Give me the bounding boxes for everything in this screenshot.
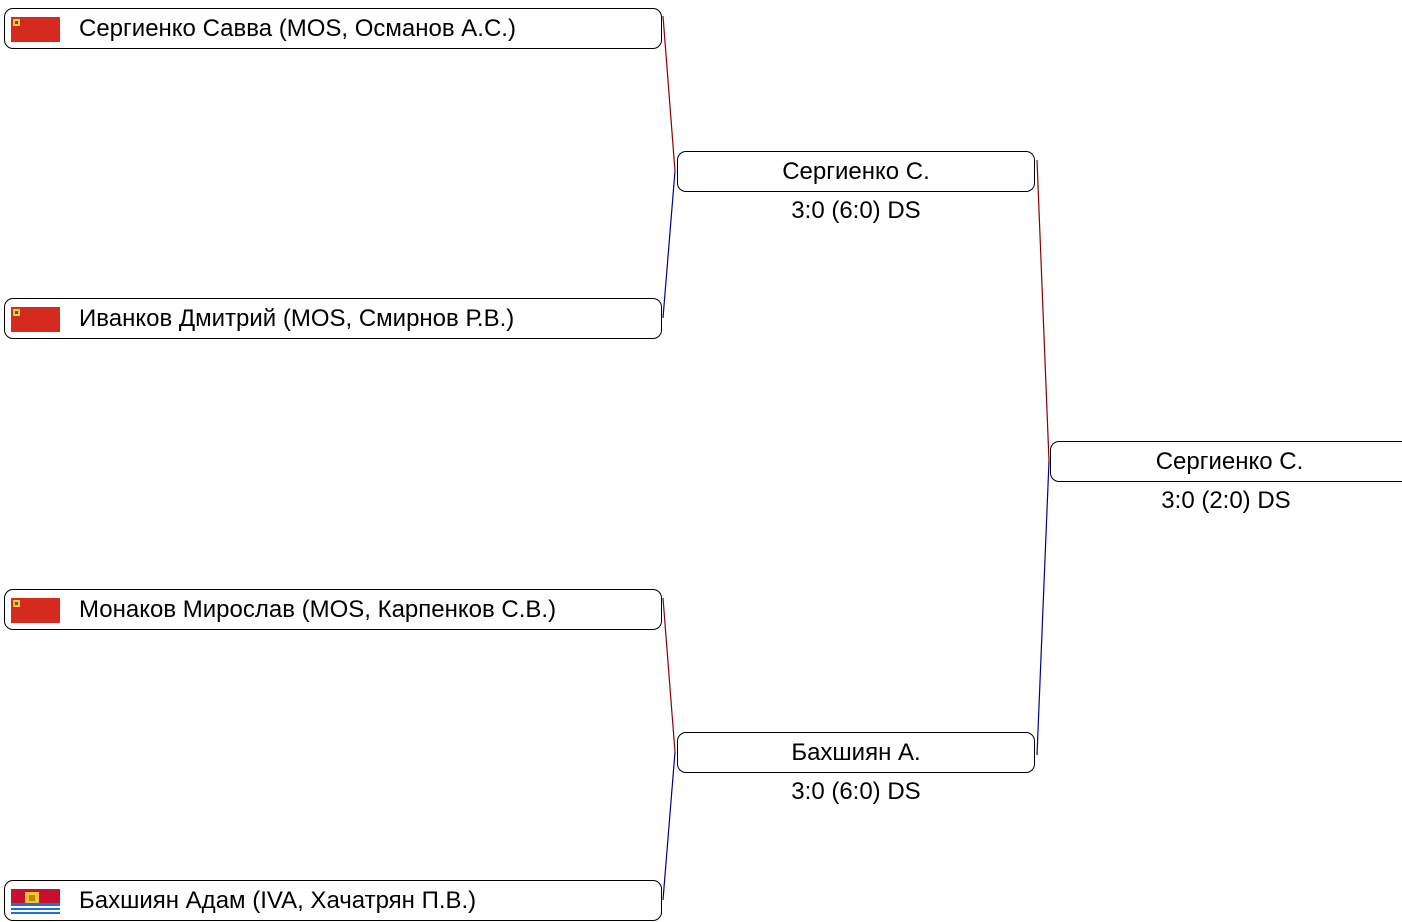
final-winner-box[interactable]: Сергиенко С. <box>1050 441 1402 482</box>
winner-name: Сергиенко С. <box>1155 448 1304 475</box>
moscow-oblast-flag-icon <box>11 307 60 332</box>
connector-line-red <box>662 15 676 172</box>
match-score: 3:0 (6:0) DS <box>791 778 921 805</box>
winner-name: Бахшиян А. <box>791 739 921 766</box>
connector-line-blue <box>662 170 676 319</box>
semifinal-winner-box-1[interactable]: Сергиенко С. <box>677 151 1035 192</box>
semifinal-winner-box-2[interactable]: Бахшиян А. <box>677 732 1035 773</box>
match-score: 3:0 (6:0) DS <box>791 197 921 224</box>
competitor-box-4[interactable]: Бахшиян Адам (IVA, Хачатрян П.В.) <box>4 880 662 921</box>
connector-line-red <box>1036 159 1050 462</box>
match-score: 3:0 (2:0) DS <box>1161 487 1291 514</box>
winner-name: Сергиенко С. <box>782 158 930 185</box>
connector-line-blue <box>1036 460 1050 756</box>
connector-line-red <box>662 597 676 753</box>
competitor-box-3[interactable]: Монаков Мирослав (MOS, Карпенков С.В.) <box>4 589 662 630</box>
ivanovo-oblast-flag-icon <box>11 889 60 914</box>
competitor-box-1[interactable]: Сергиенко Савва (MOS, Османов А.С.) <box>4 8 662 49</box>
moscow-oblast-flag-icon <box>11 17 60 42</box>
competitor-name: Иванков Дмитрий (MOS, Смирнов Р.В.) <box>79 305 515 332</box>
competitor-box-2[interactable]: Иванков Дмитрий (MOS, Смирнов Р.В.) <box>4 298 662 339</box>
competitor-name: Монаков Мирослав (MOS, Карпенков С.В.) <box>79 596 557 623</box>
connector-line-blue <box>662 751 676 901</box>
competitor-name: Бахшиян Адам (IVA, Хачатрян П.В.) <box>79 887 477 914</box>
competitor-name: Сергиенко Савва (MOS, Османов А.С.) <box>79 15 516 42</box>
moscow-oblast-flag-icon <box>11 598 60 623</box>
